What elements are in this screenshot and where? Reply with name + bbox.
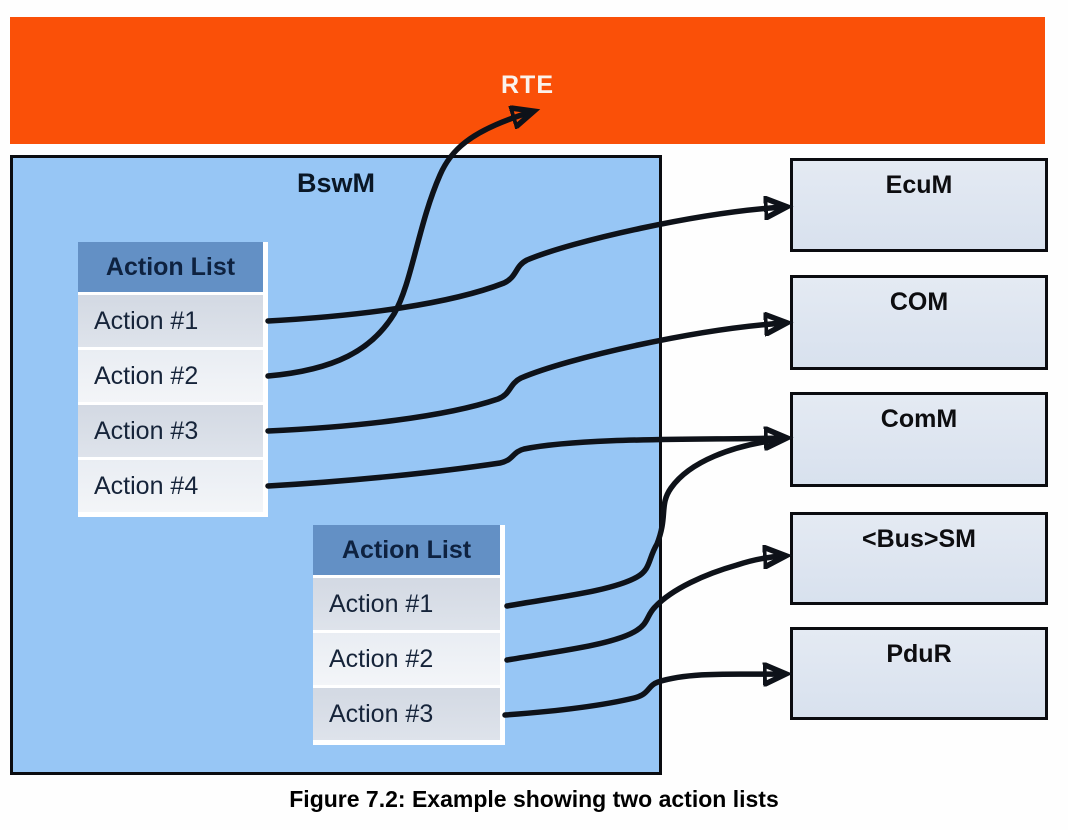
- action-list-1-header: Action List: [78, 242, 263, 292]
- action-list-1-row-2: Action #2: [78, 350, 263, 402]
- action-list-1-row-1: Action #1: [78, 295, 263, 347]
- action-list-2-row-1: Action #1: [313, 578, 500, 630]
- module-box-pdur: PduR: [790, 627, 1048, 720]
- action-list-1-row-4: Action #4: [78, 460, 263, 512]
- rte-label: RTE: [501, 71, 554, 99]
- action-list-1: Action List Action #1 Action #2 Action #…: [78, 242, 268, 517]
- action-list-2-row-2: Action #2: [313, 633, 500, 685]
- module-label-bussm: <Bus>SM: [862, 525, 976, 553]
- module-box-com: COM: [790, 275, 1048, 370]
- rte-layer: RTE: [10, 17, 1045, 144]
- action-list-2: Action List Action #1 Action #2 Action #…: [313, 525, 505, 745]
- module-box-bussm: <Bus>SM: [790, 512, 1048, 605]
- action-list-1-row-3: Action #3: [78, 405, 263, 457]
- module-label-ecum: EcuM: [885, 171, 953, 199]
- figure-caption: Figure 7.2: Example showing two action l…: [289, 786, 779, 812]
- module-box-comm: ComM: [790, 392, 1048, 487]
- module-box-ecum: EcuM: [790, 158, 1048, 252]
- action-list-2-row-3: Action #3: [313, 688, 500, 740]
- module-label-com: COM: [889, 288, 949, 316]
- bswm-label: BswM: [296, 168, 375, 198]
- action-list-2-header: Action List: [313, 525, 500, 575]
- module-label-comm: ComM: [880, 405, 958, 433]
- module-label-pdur: PduR: [886, 640, 952, 668]
